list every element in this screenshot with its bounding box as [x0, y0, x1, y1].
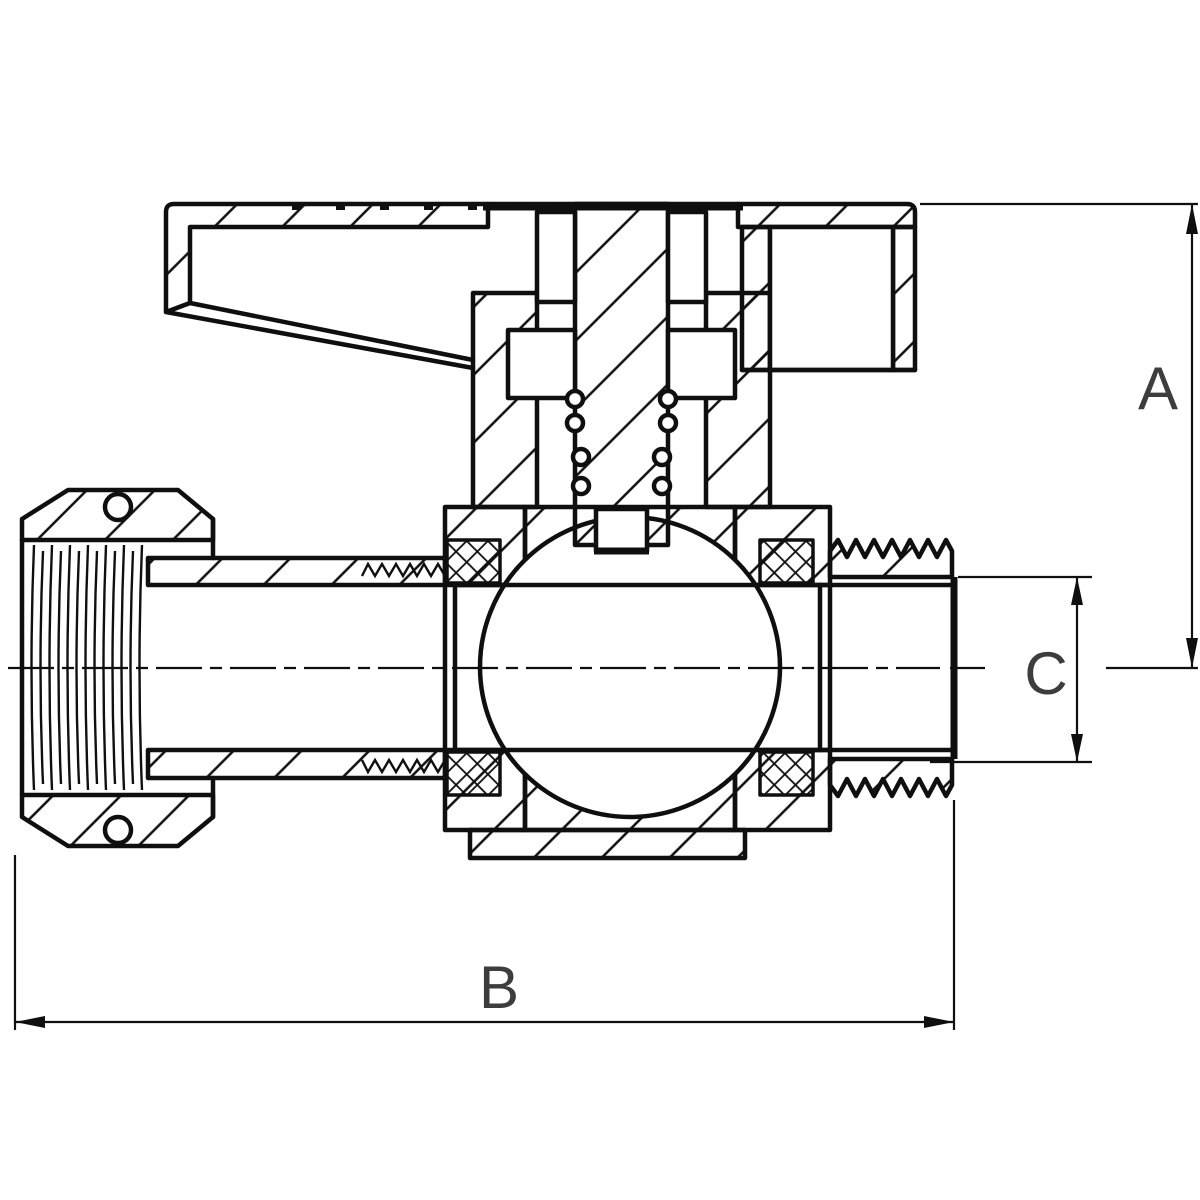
- stem-assembly: [470, 201, 773, 555]
- tailpiece-bottom-wall: [145, 747, 448, 781]
- dim-label-b: B: [479, 954, 519, 1021]
- seats: [445, 538, 815, 797]
- handle-hollow: [767, 224, 896, 373]
- union-thread-bottom: [360, 757, 447, 775]
- male-thread-top: [827, 537, 955, 580]
- handle-slant-inner: [187, 300, 476, 363]
- handle-grip-serrations: [292, 202, 609, 210]
- dim-a-arrow-top: [1186, 204, 1198, 234]
- stem-tang-slot: [593, 506, 650, 554]
- handle: [163, 201, 918, 373]
- dim-a-arrow-bottom: [1186, 638, 1198, 668]
- body-bottom-step: [467, 827, 748, 861]
- seat-top-right: [758, 538, 815, 585]
- seat-top-left: [445, 538, 502, 585]
- dim-label-c: C: [1024, 640, 1067, 707]
- nut-chamfer-hole-top: [102, 491, 134, 523]
- union-thread-top: [360, 561, 447, 579]
- handle-hub-wall: [739, 224, 773, 373]
- stem: [572, 201, 671, 548]
- dimension-c: C: [930, 575, 1092, 764]
- dim-c-arrow-bottom: [1071, 734, 1083, 762]
- stem-tab-right: [665, 209, 709, 305]
- handle-right-wall: [890, 224, 918, 373]
- o-ring-seals: [564, 388, 679, 497]
- gland-left: [505, 327, 578, 401]
- handle-slant-outer: [163, 309, 476, 371]
- gland-right: [665, 327, 738, 401]
- seat-bottom-right: [758, 750, 815, 797]
- dimension-a: A: [920, 202, 1198, 668]
- male-thread-bottom: [827, 756, 955, 799]
- seat-bottom-left: [445, 750, 502, 797]
- stem-tab-left: [534, 209, 578, 305]
- dim-label-a: A: [1138, 355, 1178, 422]
- dim-c-arrow-top: [1071, 577, 1083, 605]
- dim-b-arrow-left: [15, 1016, 45, 1028]
- dimension-b: B: [13, 800, 956, 1030]
- dim-b-arrow-right: [924, 1016, 954, 1028]
- handle-right-band: [735, 201, 918, 230]
- nut-chamfer-hole-bottom: [102, 814, 134, 846]
- handle-left-band: [163, 201, 491, 315]
